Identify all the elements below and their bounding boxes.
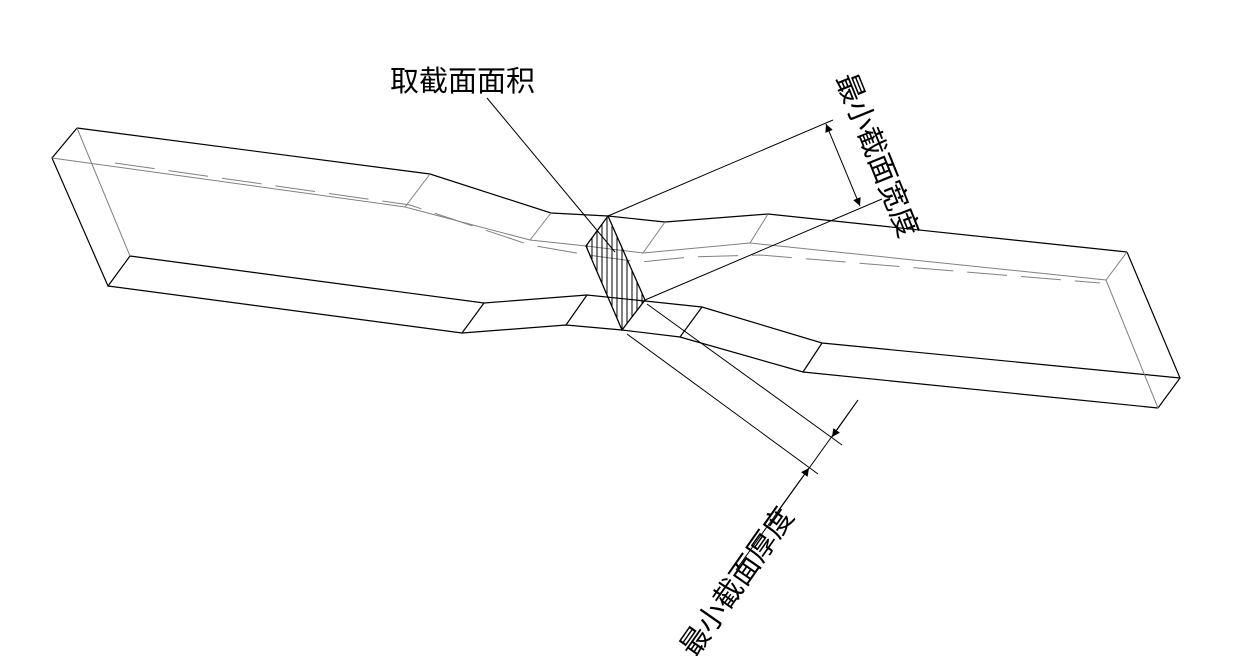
cross-section-area-label: 取截面面积: [390, 64, 536, 98]
cross-section-hatch: [585, 214, 646, 332]
leaders: [486, 97, 883, 571]
